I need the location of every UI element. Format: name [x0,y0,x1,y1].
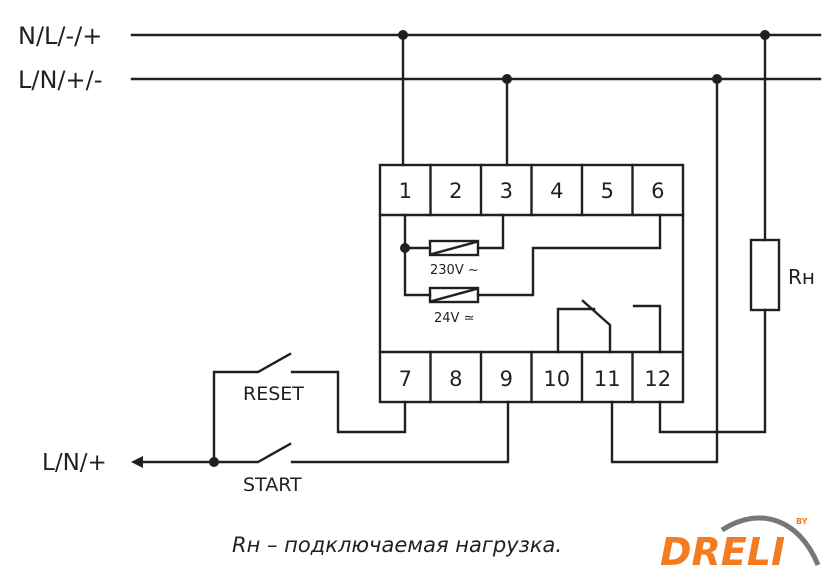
logo-sup: BY [796,517,808,526]
load-resistor [749,238,781,312]
terminal-10: 10 [543,367,570,391]
contact-11-blade [581,299,612,354]
terminal-8: 8 [449,367,462,391]
arrow-left-icon [131,456,143,468]
terminal-3: 3 [500,179,513,203]
coil-24v-label: 24V ≃ [434,311,474,326]
caption: Rн – подключаемая нагрузка. [232,533,562,557]
terminal-7: 7 [399,367,412,391]
wire-terminal-12 [658,308,767,434]
wire-terminal-7 [290,370,407,434]
dreli-logo: DRELI BY [660,515,821,574]
logo-text: DRELI [660,530,785,574]
terminal-9: 9 [500,367,513,391]
reset-switch-left [212,352,292,464]
reset-label: RESET [243,383,304,405]
wire-terminal-11 [610,77,719,464]
wire-terminal-9 [290,400,510,464]
input-label: L/N/+ [42,450,107,476]
coil-230v-label: 230V ~ [430,263,479,278]
terminal-11: 11 [594,367,621,391]
contact-10 [556,307,596,354]
terminal-5: 5 [601,179,614,203]
terminal-4: 4 [550,179,563,203]
terminal-1: 1 [399,179,412,203]
terminal-12: 12 [644,367,671,391]
supply-line-2-label: L/N/+/- [18,66,102,94]
contact-12 [632,304,662,354]
load-label: Rн [788,265,815,289]
supply-line-1-label: N/L/-/+ [18,22,102,50]
start-label: START [243,474,302,496]
terminal-2: 2 [449,179,462,203]
start-switch-left [138,442,292,464]
terminal-6: 6 [651,179,664,203]
junction-dot [400,243,410,253]
